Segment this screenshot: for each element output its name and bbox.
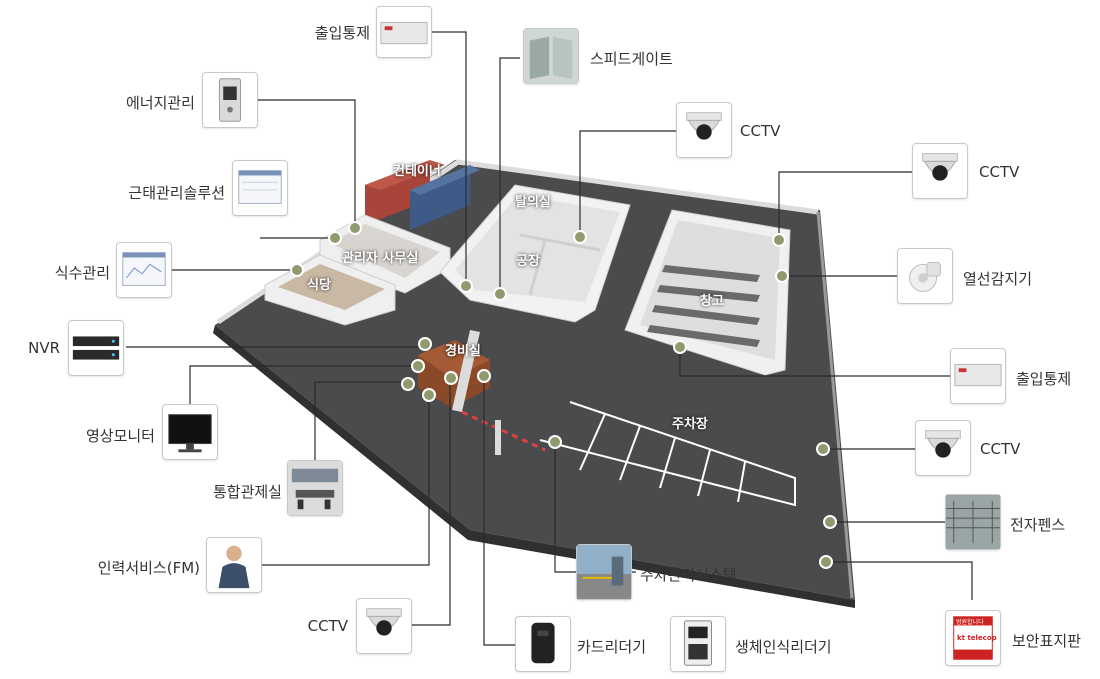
nvr-thumb: [68, 320, 124, 376]
thermal-sensor-icon: [909, 262, 941, 292]
card-terminal-icon: [954, 363, 1002, 387]
parking-lines: [539, 401, 796, 507]
area-break-room: 탈의실: [515, 195, 551, 210]
label-access-control-top: 출입통제: [314, 24, 370, 42]
label-attendance: 근태관리솔루션: [128, 184, 225, 202]
label-video-monitor: 영상모니터: [85, 427, 155, 445]
dome-camera-icon: [686, 112, 722, 140]
meal-software-icon: [122, 252, 166, 286]
control-room-photo-icon: [288, 461, 342, 515]
factory-partition-2: [528, 239, 547, 296]
label-speed-gate: 스피드게이트: [590, 50, 673, 68]
speed-gate-thumb: [523, 28, 579, 84]
parking-system-thumb: [576, 544, 632, 600]
barrier-post: [495, 420, 501, 455]
fence-photo-icon: [946, 495, 1000, 549]
cctv-thumb-bottom: [356, 598, 412, 654]
container-red-top: [365, 160, 445, 190]
factory-partition: [519, 233, 601, 252]
area-container: 컨테이너: [393, 164, 441, 179]
container-blue-top: [410, 165, 480, 195]
label-cctv-right: CCTV: [979, 163, 1020, 181]
area-guard-room: 경비실: [445, 344, 481, 359]
sign-text-top: 범원합니다: [956, 619, 984, 626]
card-reader-thumb: [515, 616, 571, 672]
speed-gate-post: [452, 330, 480, 412]
cctv-thumb-top: [676, 102, 732, 158]
label-manpower: 인력서비스(FM): [97, 559, 200, 577]
monitor-thumb: [162, 404, 218, 460]
label-card-reader: 카드리더기: [577, 638, 647, 656]
electric-fence-thumb: [945, 494, 1001, 550]
label-thermal: 열선감지기: [963, 270, 1033, 288]
label-cctv-mid: CCTV: [980, 440, 1021, 458]
guard-room-top: [418, 340, 490, 378]
label-access-control-right: 출입통제: [1016, 370, 1072, 388]
markers: [290, 221, 837, 569]
card-terminal-icon: [380, 21, 428, 45]
parking-gate-photo-icon: [577, 545, 631, 599]
area-office: 관리자 사무실: [342, 251, 419, 266]
worker-photo-icon: [218, 545, 250, 589]
security-sign-thumb: [945, 610, 1001, 666]
label-electric-fence: 전자펜스: [1010, 516, 1066, 534]
leader-lines: [126, 31, 973, 646]
area-warehouse: 창고: [700, 294, 724, 309]
access-control-thumb-top: [376, 6, 432, 58]
card-reader-icon: [531, 622, 555, 664]
dome-camera-icon: [922, 153, 958, 181]
nvr-recorder-icon: [72, 336, 120, 360]
manpower-thumb: [206, 537, 262, 593]
area-parking: 주차장: [672, 417, 708, 432]
dome-camera-icon: [925, 430, 961, 458]
biometric-thumb: [670, 616, 726, 672]
label-biometric: 생체인식리더기: [735, 638, 832, 656]
cafeteria-floor: [278, 264, 385, 310]
label-nvr: NVR: [28, 339, 60, 357]
software-screen-icon: [238, 170, 282, 204]
thermal-thumb: [897, 248, 953, 304]
sign-brand: kt telecop: [957, 634, 997, 642]
label-security-sign: 보안표지판: [1012, 632, 1082, 650]
ground-edge: [213, 325, 855, 608]
label-cctv-top: CCTV: [740, 122, 781, 140]
factory-floor: [455, 195, 620, 302]
dome-camera-icon: [366, 608, 402, 636]
label-cctv-bottom: CCTV: [307, 617, 348, 635]
label-parking-system: 주차관리시스템: [640, 566, 737, 584]
label-control-room: 통합관제실: [212, 483, 282, 501]
cctv-thumb-mid: [915, 420, 971, 476]
label-meal: 식수관리: [54, 264, 110, 282]
meal-thumb: [116, 242, 172, 298]
speed-gate-icon: [524, 29, 578, 83]
warehouse-racks: [647, 265, 760, 347]
attendance-thumb: [232, 160, 288, 216]
security-sign-icon: [953, 616, 993, 660]
control-room-thumb: [287, 460, 343, 516]
monitor-icon: [168, 414, 212, 453]
energy-panel-icon: [218, 78, 242, 122]
label-energy: 에너지관리: [125, 94, 195, 112]
area-factory: 공장: [516, 254, 540, 269]
container-blue: [410, 165, 470, 230]
energy-thumb: [202, 72, 258, 128]
area-cafeteria: 식당: [307, 278, 331, 293]
access-control-thumb-right: [950, 348, 1006, 404]
cctv-thumb-right: [912, 143, 968, 199]
barrier-arm: [461, 410, 546, 452]
biometric-reader-icon: [684, 620, 712, 666]
office-floor: [330, 224, 440, 278]
